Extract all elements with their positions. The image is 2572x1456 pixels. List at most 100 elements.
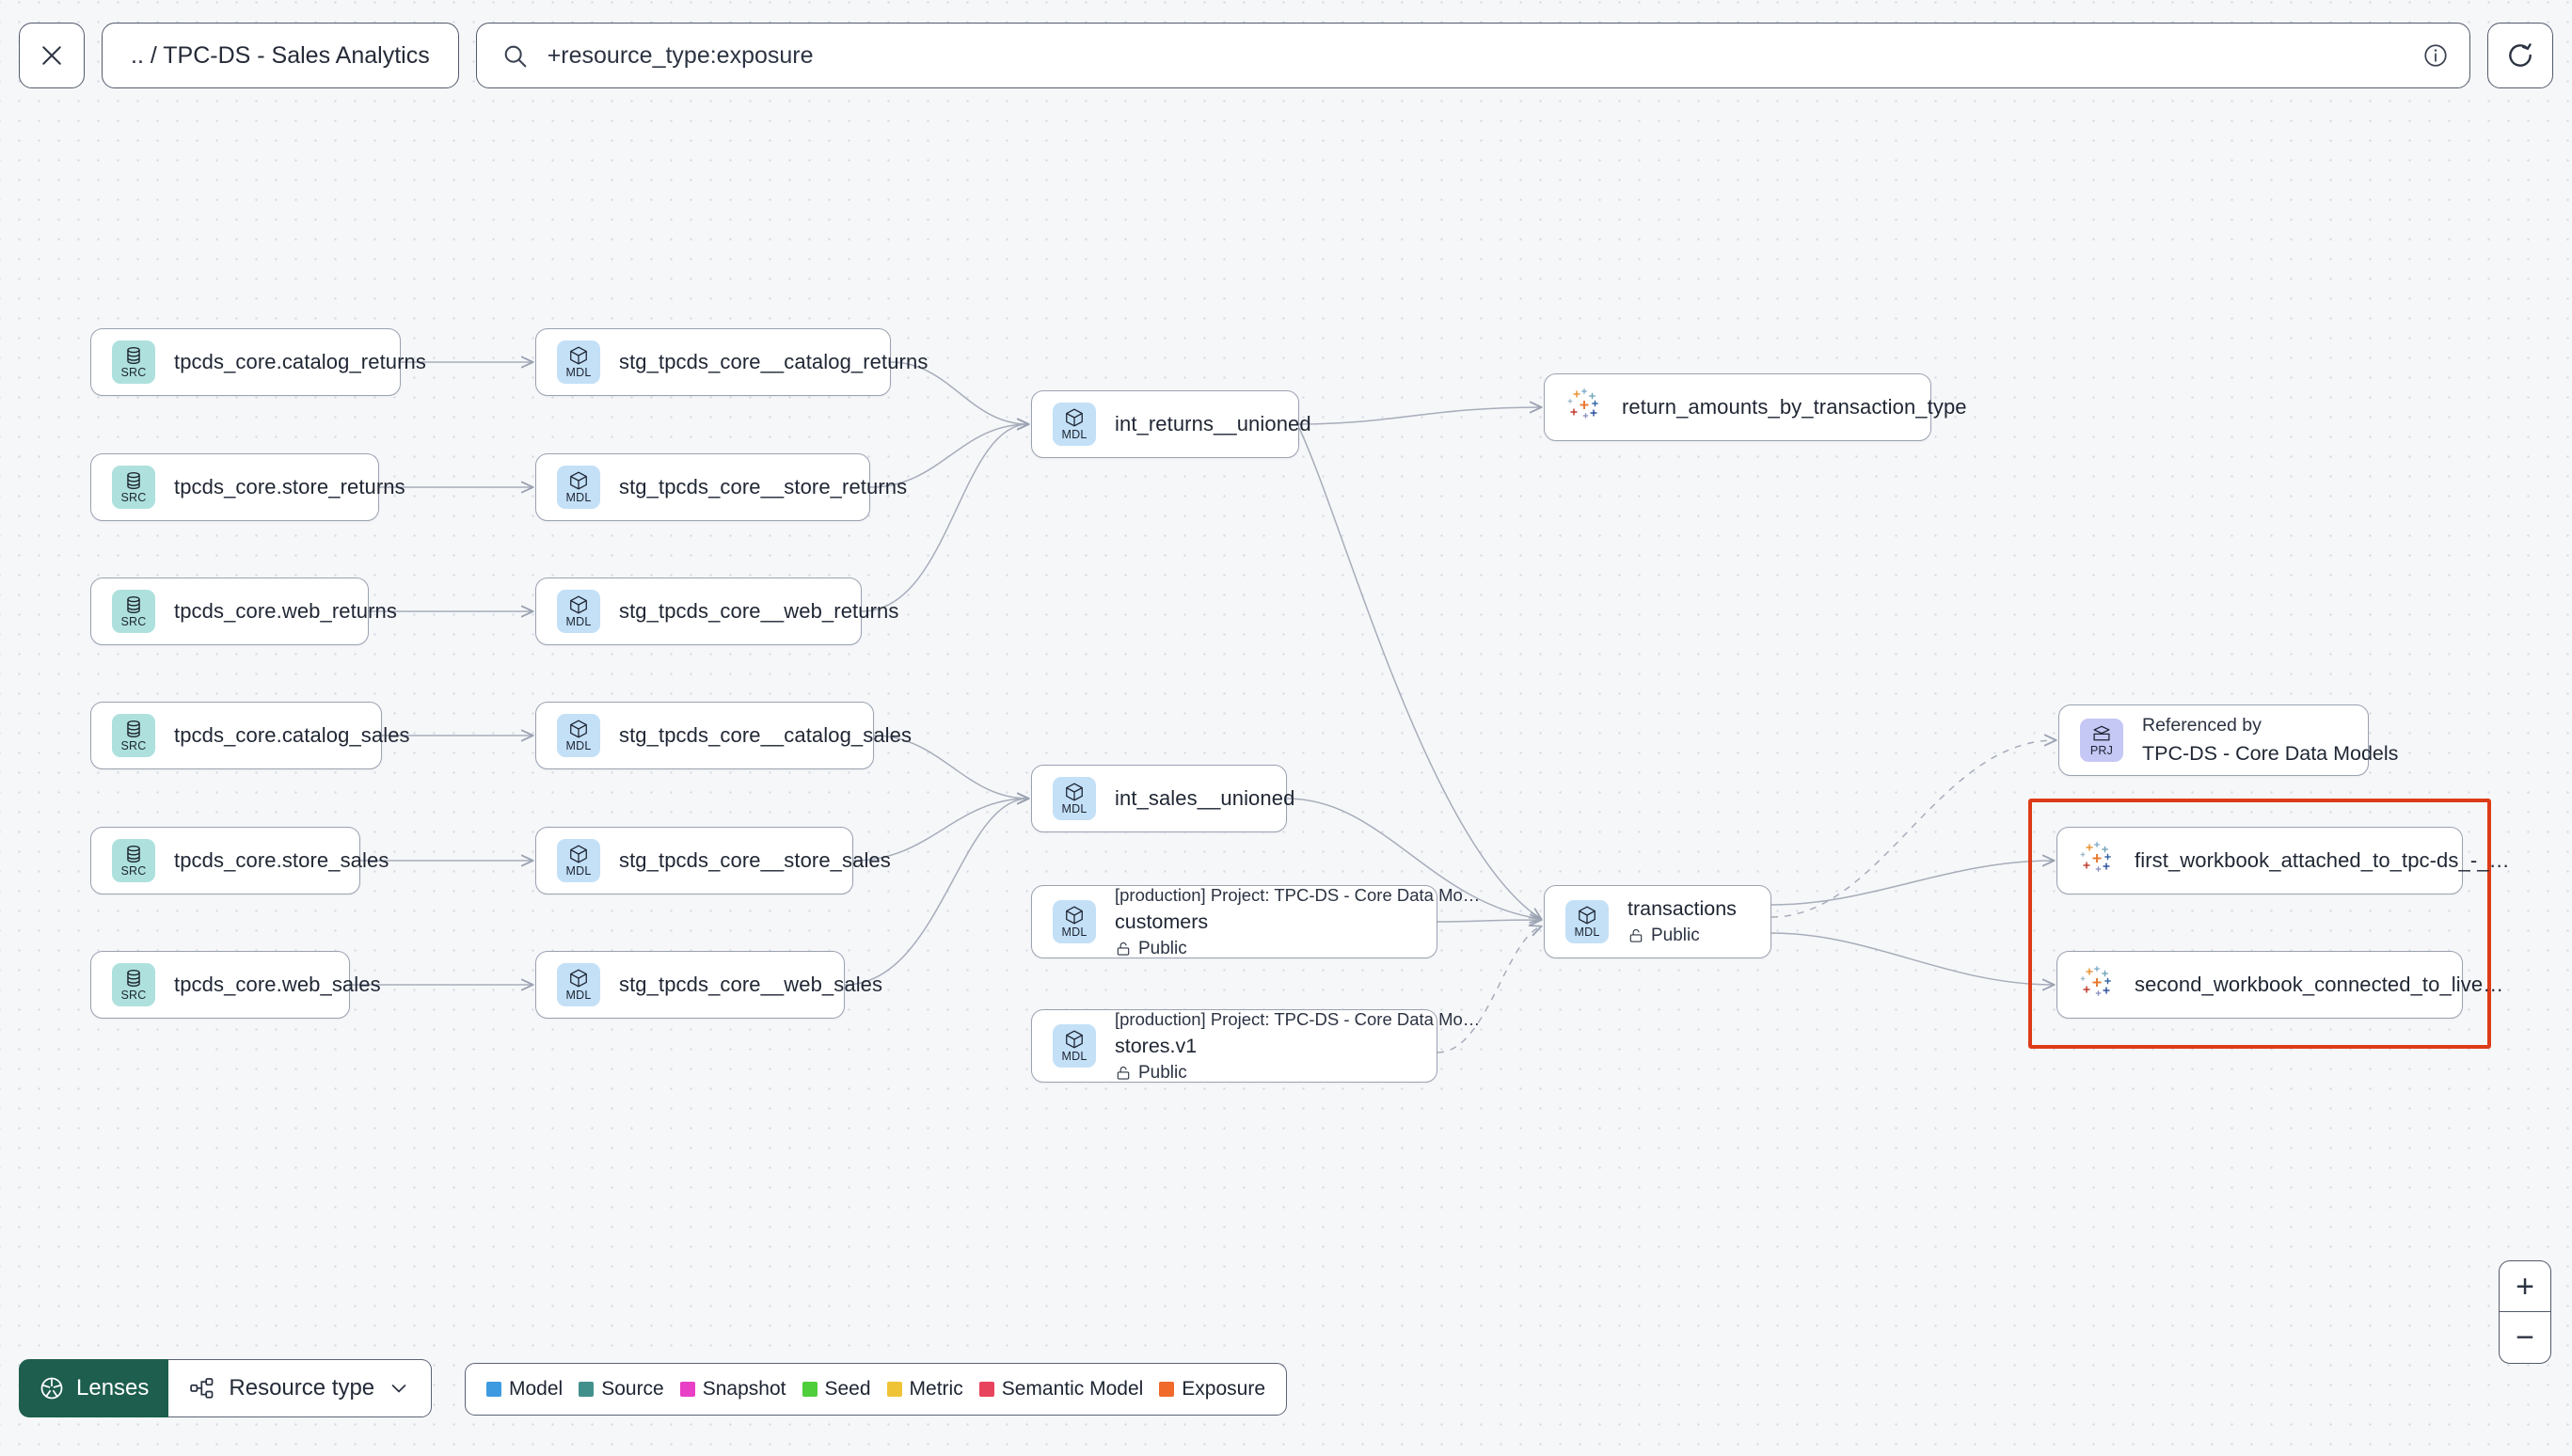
node-label: int_returns__unioned [1115, 412, 1311, 435]
node-label: stg_tpcds_core__web_returns [619, 599, 899, 623]
node-label: tpcds_core.web_sales [174, 973, 381, 996]
legend-label: Semantic Model [1001, 1378, 1144, 1400]
referenced-by-stack: Referenced by TPC-DS - Core Data Models [2142, 715, 2398, 766]
legend-label: Source [601, 1378, 664, 1400]
hierarchy-icon [189, 1375, 215, 1401]
tableau-icon [2078, 842, 2116, 879]
graph-node-stg_store_sales[interactable]: MDL stg_tpcds_core__store_sales [535, 827, 891, 894]
legend-swatch [679, 1382, 695, 1397]
node-text-stack: transactions Public [1627, 897, 1737, 946]
node-label: stores.v1 [1115, 1034, 1198, 1057]
graph-node-src_web_returns[interactable]: SRC tpcds_core.web_returns [90, 578, 397, 645]
breadcrumb[interactable]: .. / TPC-DS - Sales Analytics [102, 23, 459, 88]
node-project-label: [production] Project: TPC-DS - Core Data… [1115, 1008, 1481, 1029]
source-badge-icon: SRC [112, 340, 155, 384]
info-icon[interactable] [2422, 42, 2449, 69]
model-badge-icon: MDL [557, 714, 600, 757]
graph-node-src_store_sales[interactable]: SRC tpcds_core.store_sales [90, 827, 389, 894]
close-button[interactable] [19, 23, 85, 88]
node-project-label: [production] Project: TPC-DS - Core Data… [1115, 884, 1481, 905]
chevron-down-icon [388, 1377, 410, 1400]
top-toolbar: .. / TPC-DS - Sales Analytics +resource_… [0, 0, 2572, 111]
unlock-icon [1115, 941, 1132, 957]
legend-item-snapshot[interactable]: Snapshot [679, 1378, 786, 1401]
search-icon [501, 42, 529, 70]
legend-item-seed[interactable]: Seed [802, 1378, 871, 1401]
search-bar[interactable]: +resource_type:exposure [475, 23, 2470, 88]
legend-label: Exposure [1182, 1378, 1266, 1400]
legend-swatch [486, 1382, 501, 1397]
node-label: int_sales__unioned [1115, 786, 1295, 810]
node-label: tpcds_core.catalog_sales [174, 723, 410, 747]
graph-node-first_workbook[interactable]: first_workbook_attached_to_tpc-ds_-_… [2056, 827, 2510, 894]
graph-node-stg_store_returns[interactable]: MDL stg_tpcds_core__store_returns [535, 453, 907, 521]
legend-item-model[interactable]: Model [486, 1378, 563, 1401]
node-label: second_workbook_connected_to_live… [2135, 973, 2504, 996]
referenced-by-caption: Referenced by [2142, 715, 2262, 736]
node-label: transactions [1627, 897, 1737, 920]
breadcrumb-label: .. / TPC-DS - Sales Analytics [131, 41, 430, 69]
graph-node-stg_catalog_returns[interactable]: MDL stg_tpcds_core__catalog_returns [535, 328, 928, 396]
graph-node-int_sales_unioned[interactable]: MDL int_sales__unioned [1031, 765, 1294, 832]
graph-node-stg_web_returns[interactable]: MDL stg_tpcds_core__web_returns [535, 578, 898, 645]
graph-node-transactions[interactable]: MDL transactions Public [1544, 885, 1771, 958]
graph-node-return_amounts[interactable]: return_amounts_by_transaction_type [1544, 373, 1967, 441]
resource-type-legend: Model Source Snapshot Seed Metric Semant… [465, 1363, 1288, 1416]
node-label: stg_tpcds_core__web_sales [619, 973, 883, 996]
zoom-out-button[interactable]: − [2516, 1320, 2534, 1355]
graph-node-src_catalog_sales[interactable]: SRC tpcds_core.catalog_sales [90, 702, 410, 769]
referenced-by-project-name: TPC-DS - Core Data Models [2142, 742, 2399, 765]
resource-type-dropdown[interactable]: Resource type [168, 1359, 433, 1417]
unlock-icon [1115, 1065, 1132, 1082]
node-visibility: Public [1115, 939, 1480, 959]
legend-swatch [886, 1382, 902, 1397]
source-badge-icon: SRC [112, 714, 155, 757]
graph-node-second_workbook[interactable]: second_workbook_connected_to_live… [2056, 951, 2503, 1019]
model-badge-icon: MDL [557, 340, 600, 384]
source-badge-icon: SRC [112, 466, 155, 509]
graph-node-stg_web_sales[interactable]: MDL stg_tpcds_core__web_sales [535, 951, 882, 1019]
graph-node-src_store_returns[interactable]: SRC tpcds_core.store_returns [90, 453, 405, 521]
lenses-label: Lenses [76, 1375, 150, 1401]
node-label: customers [1115, 910, 1209, 933]
legend-swatch [978, 1382, 994, 1397]
zoom-in-button[interactable]: + [2500, 1261, 2550, 1312]
model-badge-icon: MDL [557, 963, 600, 1006]
graph-node-stg_catalog_sales[interactable]: MDL stg_tpcds_core__catalog_sales [535, 702, 912, 769]
legend-item-semantic-model[interactable]: Semantic Model [978, 1378, 1144, 1401]
graph-node-src_web_sales[interactable]: SRC tpcds_core.web_sales [90, 951, 381, 1019]
node-visibility: Public [1627, 926, 1737, 946]
model-badge-icon: MDL [1053, 1024, 1096, 1068]
selection-box [2028, 799, 2491, 1049]
graph-node-referenced_by_project[interactable]: PRJ Referenced by TPC-DS - Core Data Mod… [2058, 704, 2398, 776]
graph-node-customers[interactable]: MDL [production] Project: TPC-DS - Core … [1031, 885, 1480, 958]
node-label: tpcds_core.store_sales [174, 848, 389, 872]
legend-item-metric[interactable]: Metric [886, 1378, 963, 1401]
graph-node-int_returns_unioned[interactable]: MDL int_returns__unioned [1031, 390, 1311, 458]
source-badge-icon: SRC [112, 590, 155, 633]
legend-label: Seed [824, 1378, 871, 1400]
node-text-stack: [production] Project: TPC-DS - Core Data… [1115, 1009, 1480, 1084]
lenses-button[interactable]: Lenses [19, 1359, 169, 1417]
model-badge-icon: MDL [1053, 900, 1096, 943]
node-label: stg_tpcds_core__store_returns [619, 475, 908, 499]
node-label: stg_tpcds_core__store_sales [619, 848, 891, 872]
aperture-icon [39, 1375, 65, 1401]
node-text-stack: [production] Project: TPC-DS - Core Data… [1115, 885, 1480, 959]
project-badge-icon: PRJ [2080, 719, 2123, 762]
refresh-button[interactable] [2487, 23, 2553, 88]
legend-item-exposure[interactable]: Exposure [1159, 1378, 1265, 1401]
graph-node-src_catalog_returns[interactable]: SRC tpcds_core.catalog_returns [90, 328, 426, 396]
node-label: first_workbook_attached_to_tpc-ds_-_… [2135, 848, 2510, 872]
legend-swatch [1159, 1382, 1175, 1397]
legend-label: Metric [909, 1378, 963, 1400]
search-input[interactable]: +resource_type:exposure [547, 41, 814, 69]
model-badge-icon: MDL [1053, 777, 1096, 820]
graph-node-stores_v1[interactable]: MDL [production] Project: TPC-DS - Core … [1031, 1009, 1480, 1083]
unlock-icon [1627, 927, 1644, 944]
model-badge-icon: MDL [557, 839, 600, 882]
close-icon [38, 41, 66, 70]
legend-item-source[interactable]: Source [579, 1378, 664, 1401]
